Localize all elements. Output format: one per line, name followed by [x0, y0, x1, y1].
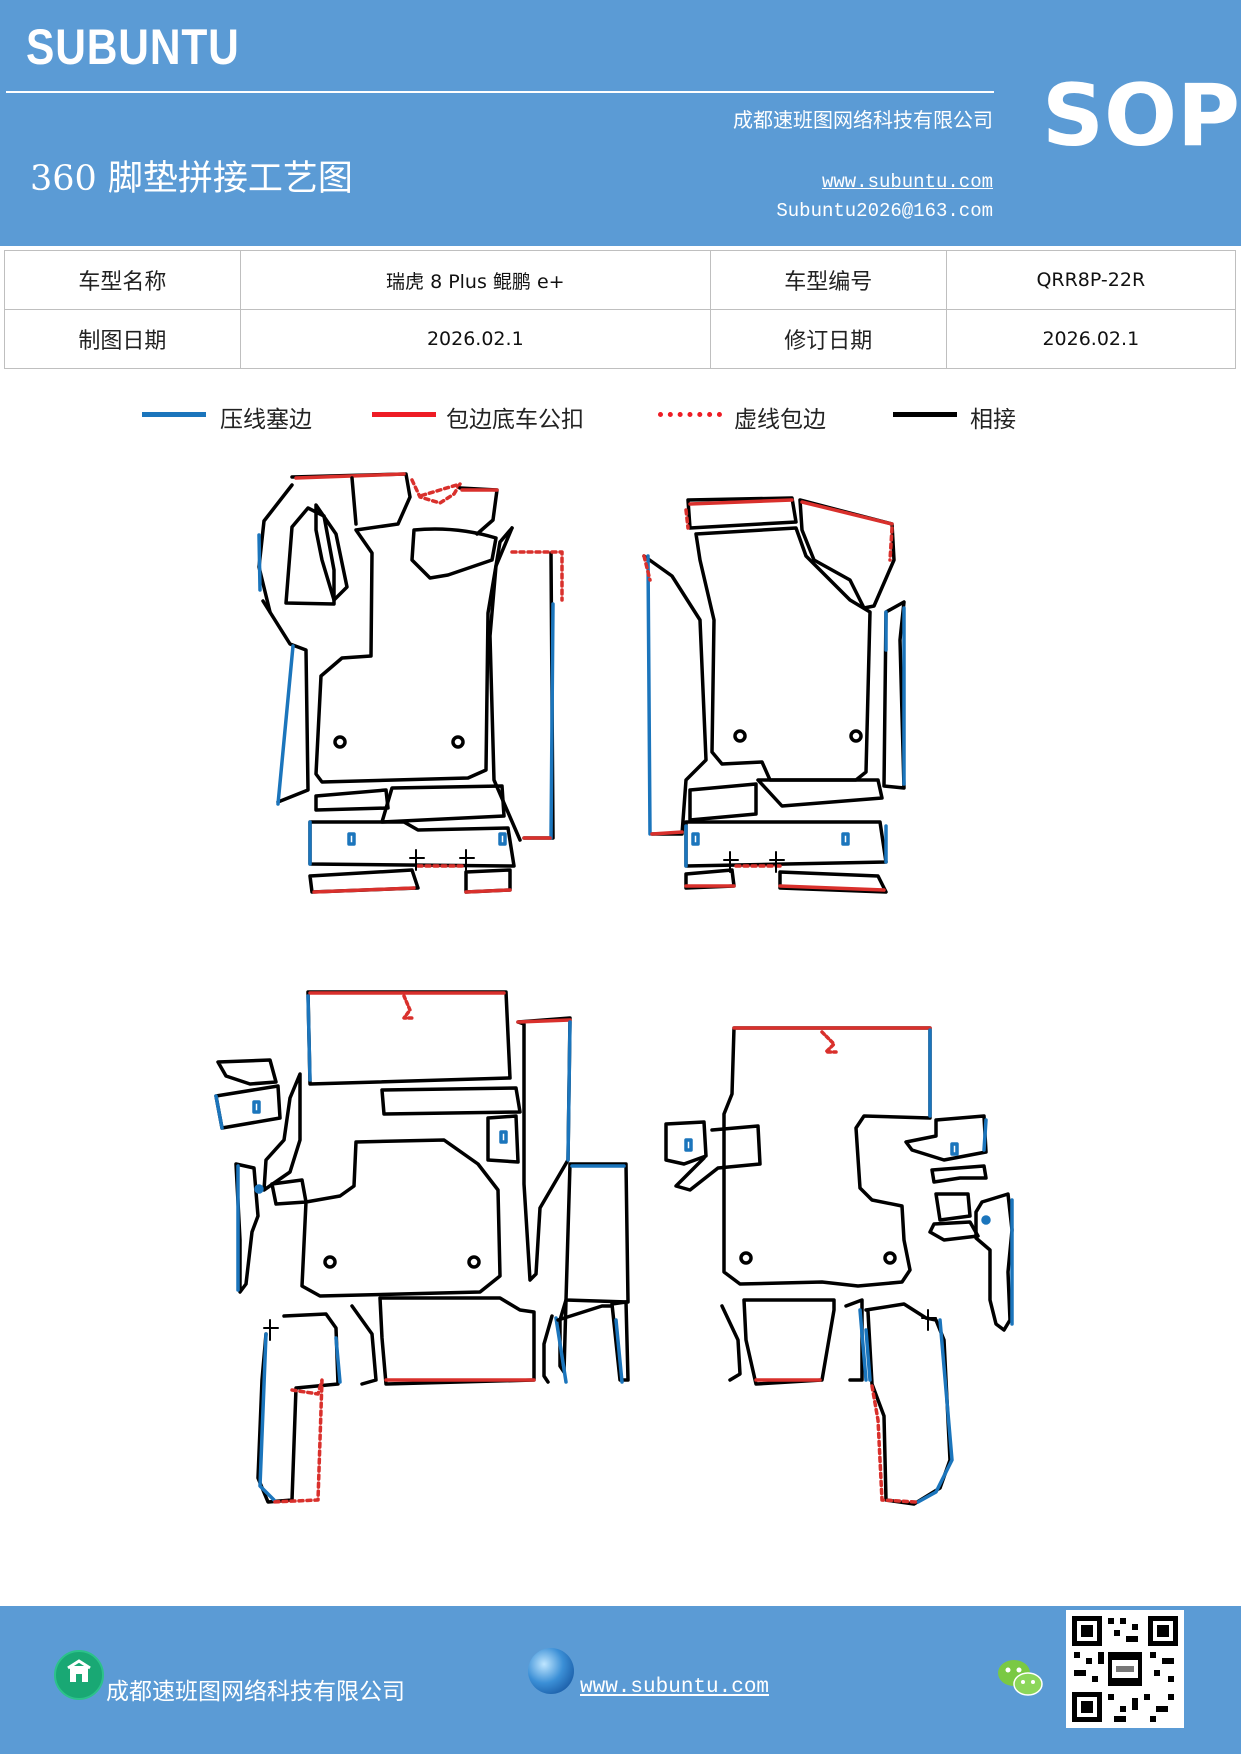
draw-date-value: 2026.02.1	[239, 309, 711, 369]
model-code-label: 车型编号	[709, 250, 947, 310]
company-icon	[54, 1650, 104, 1700]
footer: 成都速班图网络科技有限公司 www.subuntu.com	[0, 1606, 1241, 1754]
model-name-label: 车型名称	[4, 250, 241, 310]
legend-swatch-red	[372, 412, 436, 417]
legend-label: 虚线包边	[734, 407, 826, 433]
qr-code	[1066, 1610, 1184, 1728]
model-name-value: 瑞虎 8 Plus 鲲鹏 e+	[239, 250, 711, 310]
header-email: Subuntu2026@163.com	[776, 200, 993, 222]
info-row: 制图日期 2026.02.1 修订日期 2026.02.1	[4, 309, 1237, 369]
legend-label: 压线塞边	[220, 407, 312, 433]
footer-company: 成都速班图网络科技有限公司	[106, 1679, 405, 1705]
header: SUBUNTU 成都速班图网络科技有限公司 360 脚垫拼接工艺图 www.su…	[0, 0, 1241, 246]
sop-label: SOP	[1042, 66, 1241, 166]
footer-url-link[interactable]: www.subuntu.com	[580, 1676, 770, 1699]
brand-logo: SUBUNTU	[26, 19, 240, 75]
header-divider	[6, 91, 994, 93]
front-row-mats	[257, 472, 906, 894]
rear-left-mat	[214, 990, 630, 1504]
header-company: 成都速班图网络科技有限公司	[733, 108, 993, 132]
legend-label: 相接	[970, 407, 1016, 433]
info-table: 车型名称 瑞虎 8 Plus 鲲鹏 e+ 车型编号 QRR8P-22R 制图日期…	[4, 250, 1237, 369]
globe-icon	[528, 1648, 574, 1694]
rear-row-mats	[214, 990, 1014, 1506]
info-row: 车型名称 瑞虎 8 Plus 鲲鹏 e+ 车型编号 QRR8P-22R	[4, 250, 1237, 310]
rear-right-mat	[664, 1026, 1014, 1506]
page-title: 360 脚垫拼接工艺图	[30, 159, 353, 199]
driver-mat	[257, 472, 564, 894]
draw-date-label: 制图日期	[4, 309, 241, 369]
legend-swatch-blue	[142, 412, 206, 417]
floor-mat-diagram	[214, 472, 1014, 1506]
legend: 压线塞边 包边底车公扣 虚线包边 相接	[0, 402, 1241, 442]
model-code-value: QRR8P-22R	[945, 250, 1237, 310]
passenger-mat	[642, 496, 906, 894]
legend-swatch-dotted	[658, 412, 722, 417]
revise-date-label: 修订日期	[709, 309, 947, 369]
header-url-link[interactable]: www.subuntu.com	[821, 171, 993, 193]
wechat-icon[interactable]	[996, 1656, 1044, 1700]
legend-swatch-black	[893, 412, 957, 417]
revise-date-value: 2026.02.1	[945, 309, 1237, 369]
legend-label: 包边底车公扣	[446, 407, 584, 433]
